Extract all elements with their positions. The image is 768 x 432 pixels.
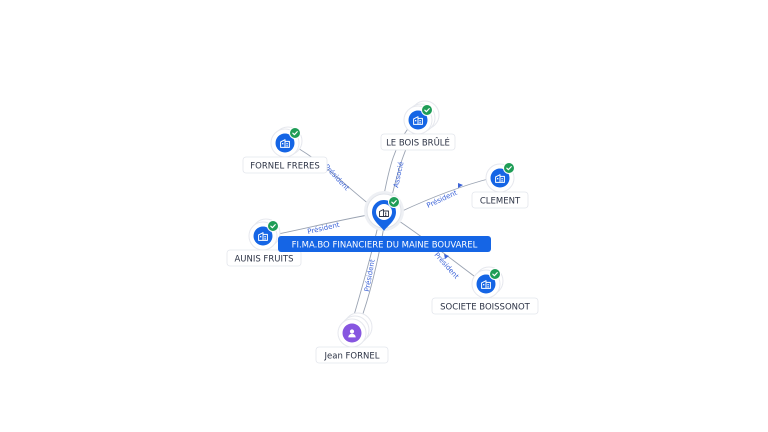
edge-label-jean-fornel: Président bbox=[363, 259, 377, 293]
node-jean-fornel[interactable]: Jean FORNEL bbox=[315, 312, 389, 364]
node-aunis-fruits[interactable]: AUNIS FRUITS bbox=[226, 218, 302, 267]
edge-label-aunis-fruits: Président bbox=[307, 221, 341, 236]
node-label-clement: CLEMENT bbox=[480, 197, 521, 207]
edge-label-clement: Président bbox=[425, 189, 458, 210]
node-societe-boissonot[interactable]: SOCIETE BOISSONOT bbox=[431, 266, 539, 315]
edge-clement[interactable] bbox=[399, 177, 493, 213]
node-clement[interactable]: CLEMENT bbox=[471, 162, 529, 209]
center-label-box bbox=[278, 236, 491, 252]
center-node-label: FI.MA.BO FINANCIERE DU MAINE BOUVAREL bbox=[292, 241, 478, 251]
node-label-societe-boissonot: SOCIETE BOISSONOT bbox=[440, 303, 531, 313]
node-label-fornel-freres: FORNEL FRERES bbox=[250, 162, 320, 172]
node-label-jean-fornel: Jean FORNEL bbox=[324, 352, 380, 362]
building-icon bbox=[379, 209, 389, 217]
center-node[interactable]: FI.MA.BO FINANCIERE DU MAINE BOUVAREL bbox=[278, 191, 491, 252]
node-fornel-freres[interactable]: FORNEL FRERES bbox=[242, 126, 328, 174]
node-label-le-bois-brule: LE BOIS BRÛLÉ bbox=[386, 137, 450, 149]
edge-label-le-bois-brule: Associé bbox=[392, 161, 405, 189]
node-label-aunis-fruits: AUNIS FRUITS bbox=[234, 255, 293, 265]
edge-fornel-freres[interactable] bbox=[293, 145, 371, 206]
node-le-bois-brule[interactable]: LE BOIS BRÛLÉ bbox=[380, 100, 456, 151]
